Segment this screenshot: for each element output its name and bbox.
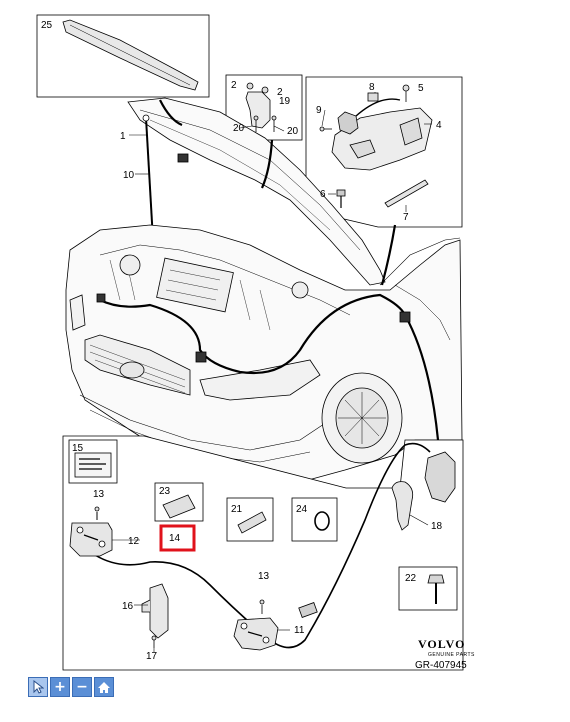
release-cable (94, 442, 431, 649)
release-handle-18 (391, 481, 414, 531)
open-hood (127, 97, 386, 286)
callout-23: 23 (159, 486, 171, 497)
callout-6: 6 (320, 189, 326, 200)
callout-24: 24 (296, 504, 308, 515)
home-icon (98, 681, 110, 693)
zoom-in-button[interactable]: + (50, 677, 70, 697)
release-handle-assembly (424, 451, 456, 503)
callout-16: 16 (122, 601, 134, 612)
cursor-icon (33, 680, 44, 694)
engine-cover (156, 257, 234, 313)
callout-2b: 2 (277, 87, 283, 98)
callout-4: 4 (436, 120, 442, 131)
part-14-highlight (159, 524, 196, 552)
callout-11: 11 (294, 625, 305, 636)
callout-22: 22 (405, 573, 417, 584)
zoom-in-icon: + (54, 679, 66, 695)
hood-strut (145, 117, 154, 241)
callout-7: 7 (403, 212, 409, 223)
diagram-reference: GR-407945 (415, 660, 467, 671)
zoom-out-button[interactable]: − (72, 677, 92, 697)
volvo-badge (119, 361, 145, 379)
callout-12: 12 (128, 536, 140, 547)
hinge-bracket (245, 91, 271, 129)
headlight-left (69, 294, 86, 331)
callout-13a: 13 (93, 489, 105, 500)
bracket-16 (149, 583, 169, 639)
headlight-right (199, 359, 321, 401)
brand-tagline: GENUINE PARTS (428, 652, 475, 658)
callout-18: 18 (431, 521, 443, 532)
callout-20b: 20 (287, 126, 299, 137)
callout-2a: 2 (231, 80, 237, 91)
callout-1: 1 (120, 131, 126, 142)
callout-19: 19 (279, 96, 291, 107)
callout-10: 10 (123, 170, 135, 181)
release-cable-route (99, 293, 406, 375)
callout-17: 17 (146, 651, 158, 662)
callout-14: 14 (169, 533, 181, 544)
cursor-tool-button[interactable] (28, 677, 48, 697)
zoom-out-icon: − (76, 679, 88, 695)
callout-21: 21 (231, 504, 243, 515)
callout-25: 25 (41, 20, 53, 31)
brand-name: VOLVO (418, 637, 465, 651)
callout-13b: 13 (258, 571, 270, 582)
callout-5: 5 (418, 83, 424, 94)
home-button[interactable] (94, 677, 114, 697)
part-22-box (398, 566, 458, 611)
callout-9: 9 (316, 105, 322, 116)
callout-15: 15 (72, 443, 84, 454)
callout-20a: 20 (233, 123, 245, 134)
support-rod-part (384, 179, 429, 208)
callout-8: 8 (369, 82, 375, 93)
zoom-toolbar: + − (28, 677, 114, 697)
hood-lock-12 (69, 522, 113, 557)
release-switch (337, 111, 359, 135)
